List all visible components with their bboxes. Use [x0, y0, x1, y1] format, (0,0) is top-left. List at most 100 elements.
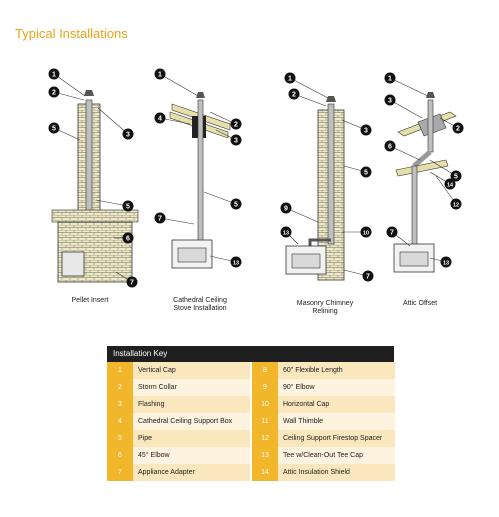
key-label: Cathedral Ceiling Support Box [133, 413, 250, 430]
key-label: 45° Elbow [133, 447, 250, 464]
liner-pipe [327, 103, 335, 245]
vertical-cap [84, 90, 94, 96]
callout-number: 1 [158, 71, 162, 78]
page-title: Typical Installations [15, 26, 128, 41]
key-label: 90° Elbow [278, 379, 395, 396]
callout-pellet: 1 [48, 68, 86, 97]
callout-marker [230, 256, 242, 268]
callout-marker [122, 200, 134, 212]
key-label: Wall Thimble [278, 413, 395, 430]
key-number: 8 [252, 362, 278, 379]
callout-attic: 2 [439, 117, 464, 134]
callout-marker [450, 170, 462, 182]
callout-marker [154, 212, 166, 224]
callout-number: 9 [284, 205, 288, 212]
callout-cathedral: 3 [215, 129, 242, 146]
key-label: Vertical Cap [133, 362, 250, 379]
callout-marker [384, 72, 396, 84]
callout-marker [288, 88, 300, 100]
callout-cathedral: 13 [209, 255, 242, 268]
callout-marker [230, 134, 242, 146]
callout-marker [126, 276, 138, 288]
key-label: Pipe [133, 430, 250, 447]
key-label: Flashing [133, 396, 250, 413]
pipe [197, 99, 204, 246]
callout-masonry: 7 [343, 269, 374, 282]
callout-marker [122, 232, 134, 244]
callout-cathedral: 1 [154, 68, 199, 97]
callout-marker [450, 198, 462, 210]
callout-leader-line [159, 217, 195, 225]
key-number: 13 [252, 447, 278, 464]
callout-number: 4 [158, 115, 162, 122]
callout-leader-line [285, 207, 319, 223]
key-number: 11 [252, 413, 278, 430]
callout-number: 7 [366, 273, 370, 280]
callout-attic: 12 [435, 175, 462, 210]
lower-pipe [411, 165, 418, 249]
callout-number: 5 [454, 173, 458, 180]
callout-leader-line [289, 77, 329, 99]
pellet-insert-illustration [51, 90, 139, 283]
pellet-stove [61, 251, 85, 277]
callout-number: 2 [456, 125, 460, 132]
vertical-cap [196, 92, 205, 98]
liner-pipe [85, 99, 93, 217]
key-column-divider [251, 362, 252, 486]
callout-leader-line [53, 73, 86, 97]
key-label: Ceiling Support Firestop Spacer [278, 430, 395, 447]
callout-number: 3 [364, 127, 368, 134]
callout-number: 7 [390, 229, 394, 236]
callout-marker [386, 226, 398, 238]
callout-leader-line [97, 107, 129, 135]
callout-number: 3 [388, 97, 392, 104]
callout-attic: 6 [384, 140, 421, 161]
callout-number: 5 [234, 201, 238, 208]
callout-marker [230, 198, 242, 210]
key-number: 4 [107, 413, 133, 430]
attic-offset-illustration [393, 92, 457, 273]
callout-number: 2 [234, 121, 238, 128]
callout-marker [48, 68, 60, 80]
callout-marker [230, 118, 242, 130]
callout-number: 6 [388, 143, 392, 150]
callout-marker [280, 226, 292, 238]
callout-pellet: 3 [97, 107, 134, 140]
callout-marker [440, 256, 452, 268]
key-number: 3 [107, 396, 133, 413]
callout-marker [122, 128, 134, 140]
callout-number: 12 [453, 202, 459, 208]
key-number: 9 [252, 379, 278, 396]
callout-marker [384, 94, 396, 106]
callout-number: 13 [283, 230, 289, 236]
callout-number: 7 [158, 215, 162, 222]
cathedral-ceiling-illustration [169, 92, 231, 269]
masonry-chimney-illustration [285, 96, 345, 281]
callout-attic: 3 [384, 94, 423, 119]
upper-pipe [427, 99, 434, 153]
key-label: Appliance Adapter [133, 464, 250, 481]
callout-leader-line [159, 73, 199, 97]
caption-pellet-insert: Pellet Insert [71, 297, 109, 304]
callout-pellet: 6 [114, 232, 134, 244]
callout-attic: 7 [386, 226, 411, 247]
key-number: 6 [107, 447, 133, 464]
callout-marker [444, 178, 456, 190]
key-label: Tee w/Clean-Out Tee Cap [278, 447, 395, 464]
callout-number: 1 [288, 75, 292, 82]
callout-cathedral: 4 [154, 112, 191, 125]
callout-attic: 13 [429, 256, 452, 268]
key-label: Storm Collar [133, 379, 250, 396]
callout-number: 3 [126, 131, 130, 138]
callout-marker [48, 86, 60, 98]
callout-marker [154, 68, 166, 80]
callout-masonry: 3 [341, 119, 372, 136]
caption-attic-offset: Attic Offset [402, 300, 438, 307]
callout-marker [360, 124, 372, 136]
callout-leader-line [435, 175, 457, 205]
callout-leader-line [293, 93, 327, 107]
callout-pellet: 5 [48, 122, 81, 141]
